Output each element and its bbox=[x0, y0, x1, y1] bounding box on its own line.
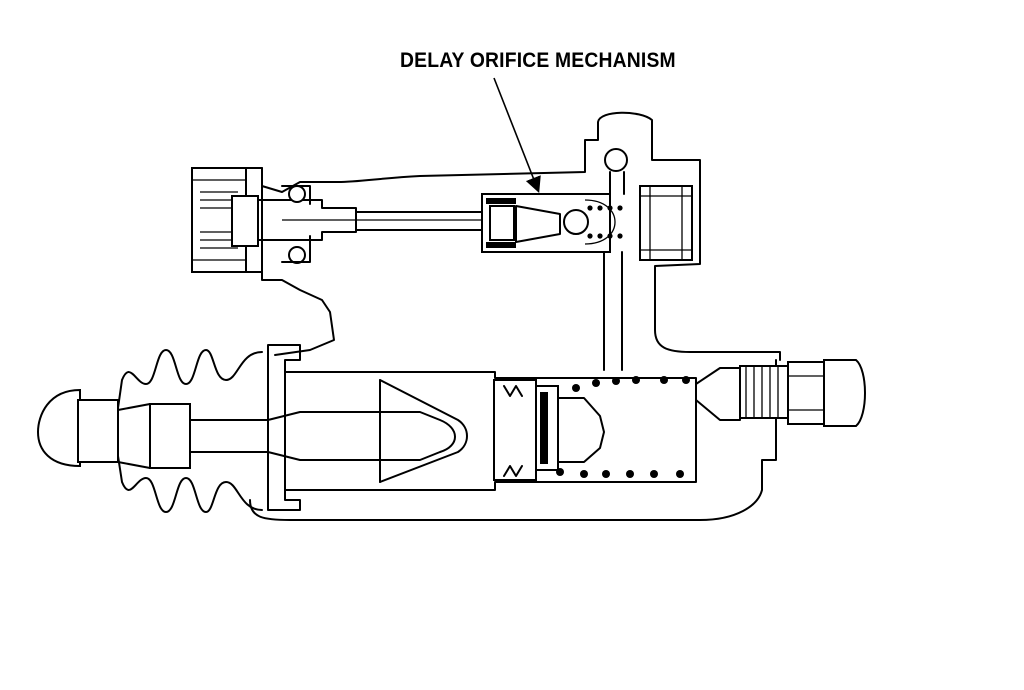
o-ring-top bbox=[288, 185, 306, 203]
delay-orifice-mechanism bbox=[481, 193, 623, 253]
return-spring bbox=[556, 376, 690, 478]
upper-plug bbox=[639, 185, 693, 261]
upper-housing bbox=[261, 111, 781, 361]
lower-housing bbox=[249, 344, 777, 521]
check-ball bbox=[563, 209, 589, 235]
fluid-passage bbox=[603, 251, 623, 371]
upper-piston-rod bbox=[257, 185, 485, 264]
upper-check-ball bbox=[604, 148, 628, 195]
rubber-boot bbox=[117, 349, 263, 513]
o-ring-bottom bbox=[288, 246, 306, 264]
primary-piston bbox=[379, 379, 605, 483]
callout-arrow bbox=[493, 77, 541, 193]
delay-orifice-mechanism-label: DELAY ORIFICE MECHANISM bbox=[400, 49, 676, 72]
push-rod bbox=[36, 388, 456, 469]
inlet-fitting bbox=[191, 167, 263, 273]
outlet-fitting bbox=[695, 359, 866, 427]
